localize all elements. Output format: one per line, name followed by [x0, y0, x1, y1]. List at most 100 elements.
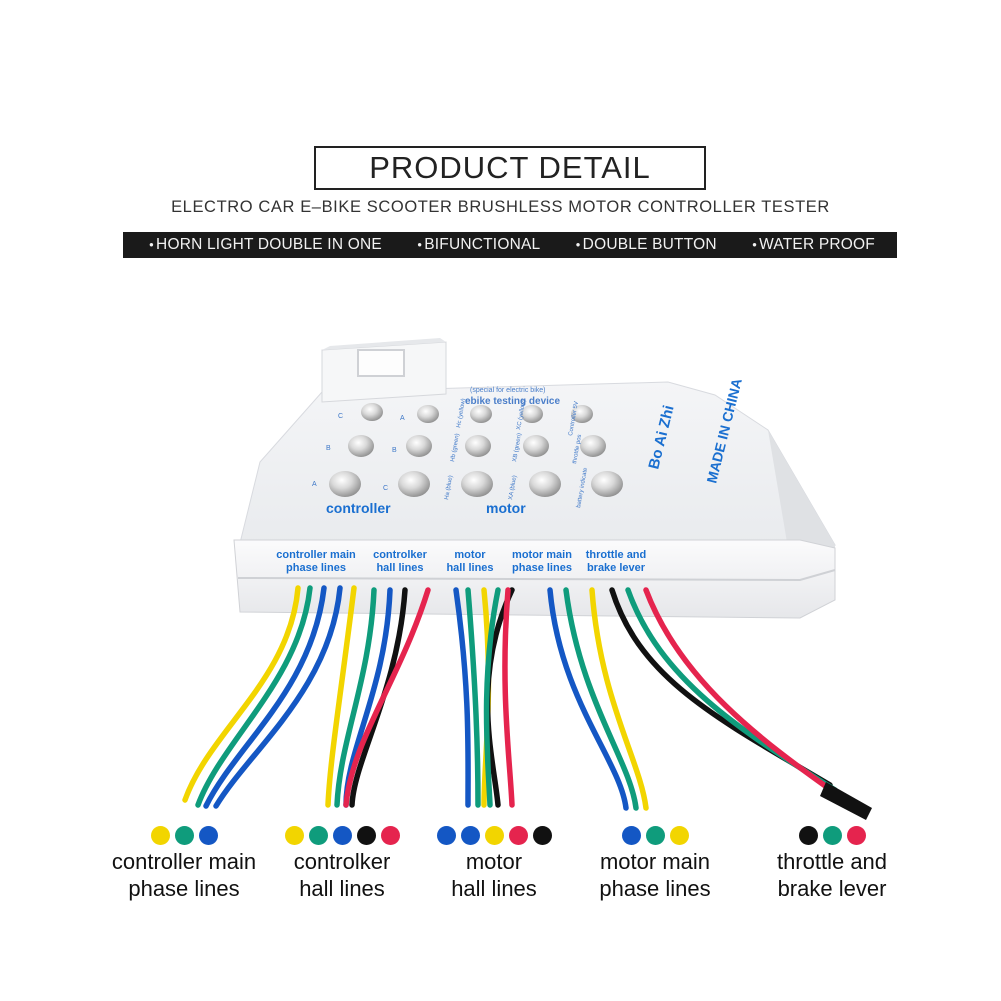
led-light	[329, 471, 361, 497]
port-label-5: throttle and	[586, 549, 647, 561]
led-label: XC (yellow)	[516, 399, 527, 430]
legend-label: phase lines	[599, 876, 711, 901]
feature-banner: HORN LIGHT DOUBLE IN ONE BIFUNCTIONAL DO…	[123, 232, 897, 258]
green-dot	[645, 826, 665, 845]
port-label-1b: phase lines	[286, 562, 346, 574]
led-light	[529, 471, 561, 497]
legend-label: throttle and	[776, 849, 888, 874]
wire	[182, 585, 301, 803]
port-label-2b: hall lines	[376, 562, 423, 574]
led-light	[406, 435, 432, 457]
led-grid	[329, 403, 623, 497]
port-label-4b: phase lines	[512, 562, 572, 574]
green-dot	[308, 826, 328, 845]
blue-dot	[198, 826, 218, 845]
legend-dots	[436, 826, 552, 845]
wire	[563, 587, 639, 811]
legend-label: motor main	[599, 849, 711, 874]
feature-item: WATER PROOF	[752, 236, 875, 254]
legend-label: brake lever	[777, 876, 887, 901]
yellow-dot	[484, 826, 504, 845]
wire	[203, 585, 327, 809]
led-label: Controller 5V	[568, 401, 580, 437]
section-label-controller: controller	[326, 500, 391, 516]
legend-label: controller main	[111, 849, 257, 874]
led-light	[461, 471, 493, 497]
led-light	[571, 405, 593, 423]
port-label-3b: hall lines	[446, 562, 493, 574]
yellow-dot	[150, 826, 170, 845]
wire	[483, 587, 501, 808]
black-dot	[356, 826, 376, 845]
port-label-5b: brake lever	[587, 562, 646, 574]
yellow-dot	[284, 826, 304, 845]
led-label: C	[338, 413, 343, 420]
port-label-1: controller main	[276, 549, 356, 561]
legend-label: motor	[465, 849, 523, 874]
led-label: XA (blue)	[508, 475, 518, 500]
feature-item: DOUBLE BUTTON	[576, 236, 717, 254]
device-subtitle: ebike testing device	[465, 396, 560, 407]
blue-dot	[621, 826, 641, 845]
led-light	[470, 405, 492, 423]
led-light	[465, 435, 491, 457]
led-label: Hc (yellow)	[456, 398, 467, 428]
legend-label: hall lines	[299, 876, 385, 901]
wire	[343, 587, 431, 808]
black-dot	[532, 826, 552, 845]
legend-dots	[150, 826, 218, 845]
device-right-bevel	[768, 430, 835, 578]
led-light	[523, 435, 549, 457]
green-dot	[822, 826, 842, 845]
led-label: Ha (blue)	[444, 475, 454, 500]
yellow-dot	[669, 826, 689, 845]
red-dot	[380, 826, 400, 845]
feature-item: HORN LIGHT DOUBLE IN ONE	[149, 236, 382, 254]
page-title: PRODUCT DETAIL	[369, 150, 651, 185]
legend-dots	[798, 826, 866, 845]
led-light	[417, 405, 439, 423]
wire	[643, 587, 841, 798]
red-dot	[508, 826, 528, 845]
button-square	[357, 349, 405, 377]
blue-dot	[460, 826, 480, 845]
wire	[325, 585, 357, 808]
wire	[195, 585, 313, 808]
wire-bundle	[182, 585, 841, 811]
led-light	[361, 403, 383, 421]
led-label: Hb (green)	[450, 433, 461, 462]
subtitle: ELECTRO CAR E–BIKE SCOOTER BRUSHLESS MOT…	[171, 198, 830, 216]
green-dot	[174, 826, 194, 845]
wire	[453, 587, 471, 808]
wire	[334, 587, 377, 808]
wire	[349, 587, 408, 808]
led-light	[521, 405, 543, 423]
title-box: PRODUCT DETAIL	[314, 146, 706, 190]
black-dot	[798, 826, 818, 845]
legend-label: hall lines	[451, 876, 537, 901]
led-light	[398, 471, 430, 497]
legend-dots	[284, 826, 400, 845]
legend-label: controlker	[293, 849, 391, 874]
legend-label: phase lines	[128, 876, 240, 901]
feature-item: BIFUNCTIONAL	[417, 236, 540, 254]
led-label: B	[326, 445, 331, 452]
wire	[465, 587, 481, 808]
device-subtitle-small: (special for electric bike)	[470, 387, 545, 394]
port-label-2: controlker	[373, 549, 428, 561]
led-label: A	[400, 415, 405, 422]
device-seam	[237, 569, 836, 582]
blue-dot	[332, 826, 352, 845]
led-label: throttle pos	[572, 434, 583, 464]
led-light	[591, 471, 623, 497]
red-dot	[846, 826, 866, 845]
led-label: A	[312, 481, 317, 488]
blue-dot	[436, 826, 456, 845]
led-label: B	[392, 447, 397, 454]
